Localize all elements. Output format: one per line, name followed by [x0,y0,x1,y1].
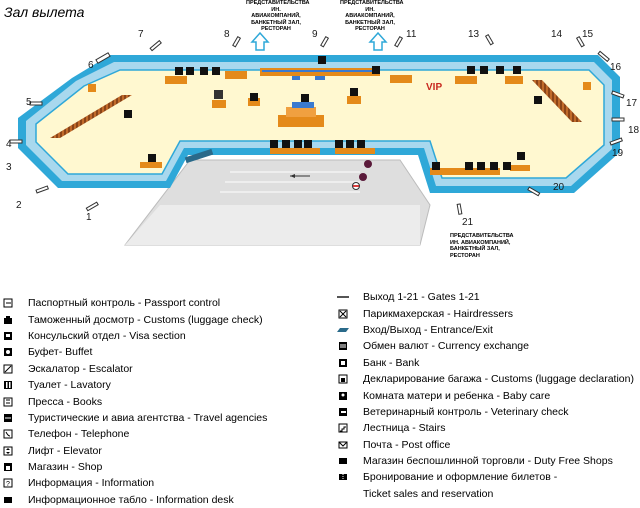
legend-left: Паспортный контроль - Passport control Т… [2,295,267,508]
gate-label: 6 [88,60,94,71]
currency-exchange-icon [337,341,349,352]
legend-item: Консульский отдел - Visa section [2,328,267,344]
legend-item: Парикмахерская - Hairdressers [337,305,634,321]
travel-agencies-icon [2,412,14,423]
legend-item: Обмен валют - Currency exchange [337,338,634,354]
gate-label: 21 [462,217,474,228]
right-wall [532,80,582,122]
visa-section-icon [2,330,14,341]
gate-label: 5 [26,97,32,108]
gate-label: 9 [312,29,318,40]
apron-road-lower [125,205,420,245]
gate-label: 11 [406,29,417,40]
customs-luggage-icon [2,314,14,325]
legend-right: Выход 1-21 - Gates 1-21 Парикмахерская -… [337,289,634,502]
shop-icon [2,462,14,473]
duty-free-icon [337,456,349,467]
gate-label: 1 [86,212,92,223]
legend-item: Магазин - Shop [2,459,267,475]
legend-item: Лифт - Elevator [2,443,267,459]
left-wall [50,95,132,138]
passport-control-icon [2,298,14,309]
legend-item: Комната матери и ребенка - Baby care [337,387,634,403]
information-desk-icon [2,494,14,505]
customs-declaration-icon [337,374,349,385]
post-office-icon [337,439,349,450]
veterinary-icon [337,406,349,417]
legend-item: Декларирование багажа - Customs (luggage… [337,371,634,387]
gate-label: 2 [16,200,22,211]
hairdresser-icon [337,308,349,319]
information-icon: ? [2,478,14,489]
stairs-icon [337,423,349,434]
gate-label: 15 [582,29,594,40]
terminal-map [9,31,625,246]
gate-label: 8 [224,29,230,40]
legend-item: Почта - Post office [337,437,634,453]
legend-item: Ветеринарный контроль - Veterinary check [337,404,634,420]
legend-item-continuation: Ticket sales and reservation [363,487,494,500]
legend-item: Телефон - Telephone [2,426,267,442]
legend-item: Буфет- Buffet [2,344,267,360]
gate-label: 18 [628,125,640,136]
legend-item: ?Информация - Information [2,475,267,491]
books-icon [2,396,14,407]
entrance-arrow-left [250,31,270,51]
gate-label: 19 [612,148,624,159]
baby-care-icon [337,390,349,401]
gate-label: 17 [626,98,638,109]
legend-item: Туалет - Lavatory [2,377,267,393]
gate-label: 13 [468,29,480,40]
entrance-arrow-right [368,31,388,51]
gate-label: 7 [138,29,144,40]
legend-item: Лестница - Stairs [337,420,634,436]
legend-item: Туристические и авиа агентства - Travel … [2,410,267,426]
legend-item: Вход/Выход - Entrance/Exit [337,322,634,338]
buffet-icon [2,347,14,358]
svg-text:?: ? [6,481,10,488]
legend-item: Паспортный контроль - Passport control [2,295,267,311]
telephone-icon [2,429,14,440]
ticket-sales-icon [337,472,349,483]
gate-label: 14 [551,29,563,40]
bank-icon [337,357,349,368]
legend-item: Пресса - Books [2,393,267,409]
entrance-exit-icon [337,324,349,335]
gate-label: 16 [610,62,622,73]
legend-item: Магазин беспошлинной торговли - Duty Fre… [337,453,634,469]
legend-item: Бронирование и оформление билетов - [337,469,634,485]
vip-label: VIP [426,82,443,93]
page-title: Зал вылета [4,4,85,20]
legend-item: Таможенный досмотр - Customs (luggage ch… [2,311,267,327]
elevator-icon [2,445,14,456]
gate-label: 20 [553,182,565,193]
gate-label: 4 [6,139,12,150]
legend-item: Информационное табло - Information desk [2,492,267,508]
lavatory-icon [2,380,14,391]
legend-item: Эскалатор - Escalator [2,361,267,377]
legend-item: Выход 1-21 - Gates 1-21 [337,289,634,305]
gate-label: 3 [6,162,12,173]
escalator-icon [2,363,14,374]
gates-icon [337,292,349,303]
legend-item: Банк - Bank [337,355,634,371]
